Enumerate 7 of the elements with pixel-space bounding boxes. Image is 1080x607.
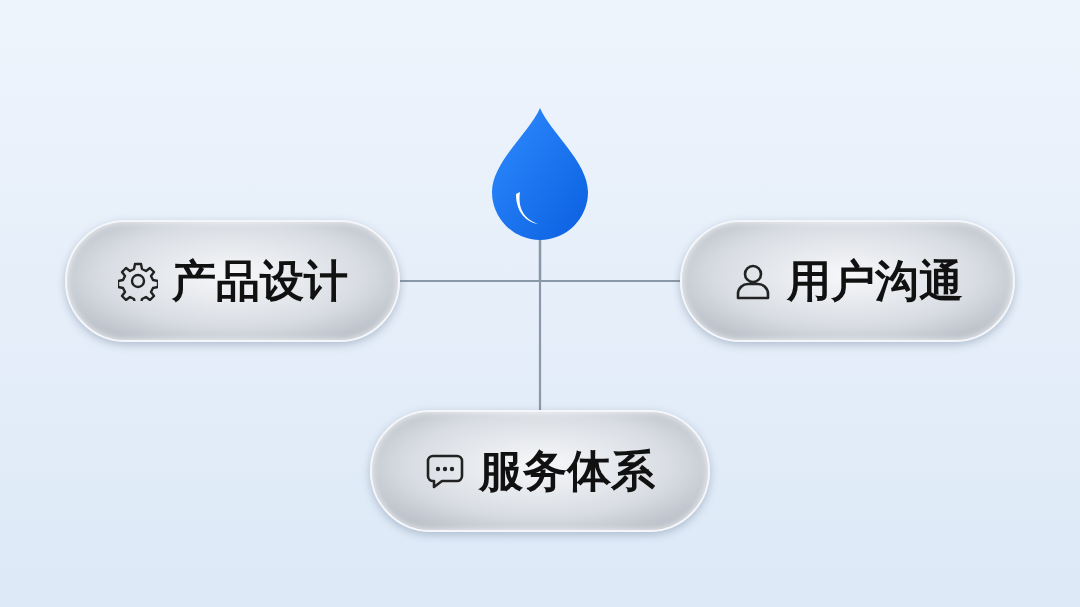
pill-box — [680, 220, 1015, 342]
node-label: 用户沟通 — [786, 253, 963, 308]
pill-box — [370, 410, 710, 532]
pill-box — [65, 220, 400, 342]
node-label: 服务体系 — [479, 443, 655, 498]
connector-line — [538, 238, 542, 410]
node-label: 产品设计 — [171, 253, 348, 308]
